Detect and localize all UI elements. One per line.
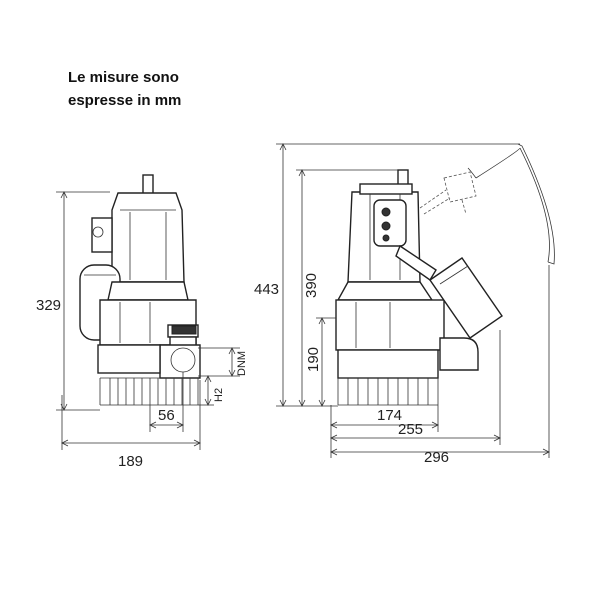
dim-dnm: DNM bbox=[236, 351, 248, 376]
dim-side-base: 174 bbox=[377, 407, 402, 424]
dim-side-total-width: 296 bbox=[424, 449, 449, 466]
units-note-line2: espresse in mm bbox=[68, 92, 182, 109]
front-motor-top bbox=[111, 192, 185, 283]
side-outlet bbox=[439, 337, 479, 371]
dim-h2: H2 bbox=[213, 388, 225, 402]
dim-side-float-height: 390 bbox=[303, 273, 320, 298]
units-note: Le misure sono espresse in mm bbox=[68, 66, 181, 112]
side-dimensions bbox=[276, 143, 550, 458]
side-float-raised bbox=[443, 171, 477, 203]
units-note-line1: Le misure sono bbox=[68, 69, 179, 86]
dim-side-total-height: 443 bbox=[254, 281, 279, 298]
side-view bbox=[335, 143, 555, 406]
side-control-box bbox=[373, 199, 407, 247]
front-handle bbox=[142, 174, 154, 196]
dim-front-width: 189 bbox=[118, 453, 143, 470]
dim-side-mid: 255 bbox=[398, 421, 423, 438]
side-float bbox=[429, 257, 503, 339]
front-view bbox=[79, 174, 201, 406]
dim-front-outlet-offset: 56 bbox=[158, 407, 175, 424]
front-dimensions bbox=[56, 191, 240, 450]
dim-side-outlet-height: 190 bbox=[305, 347, 322, 372]
dim-front-height: 329 bbox=[36, 297, 61, 314]
